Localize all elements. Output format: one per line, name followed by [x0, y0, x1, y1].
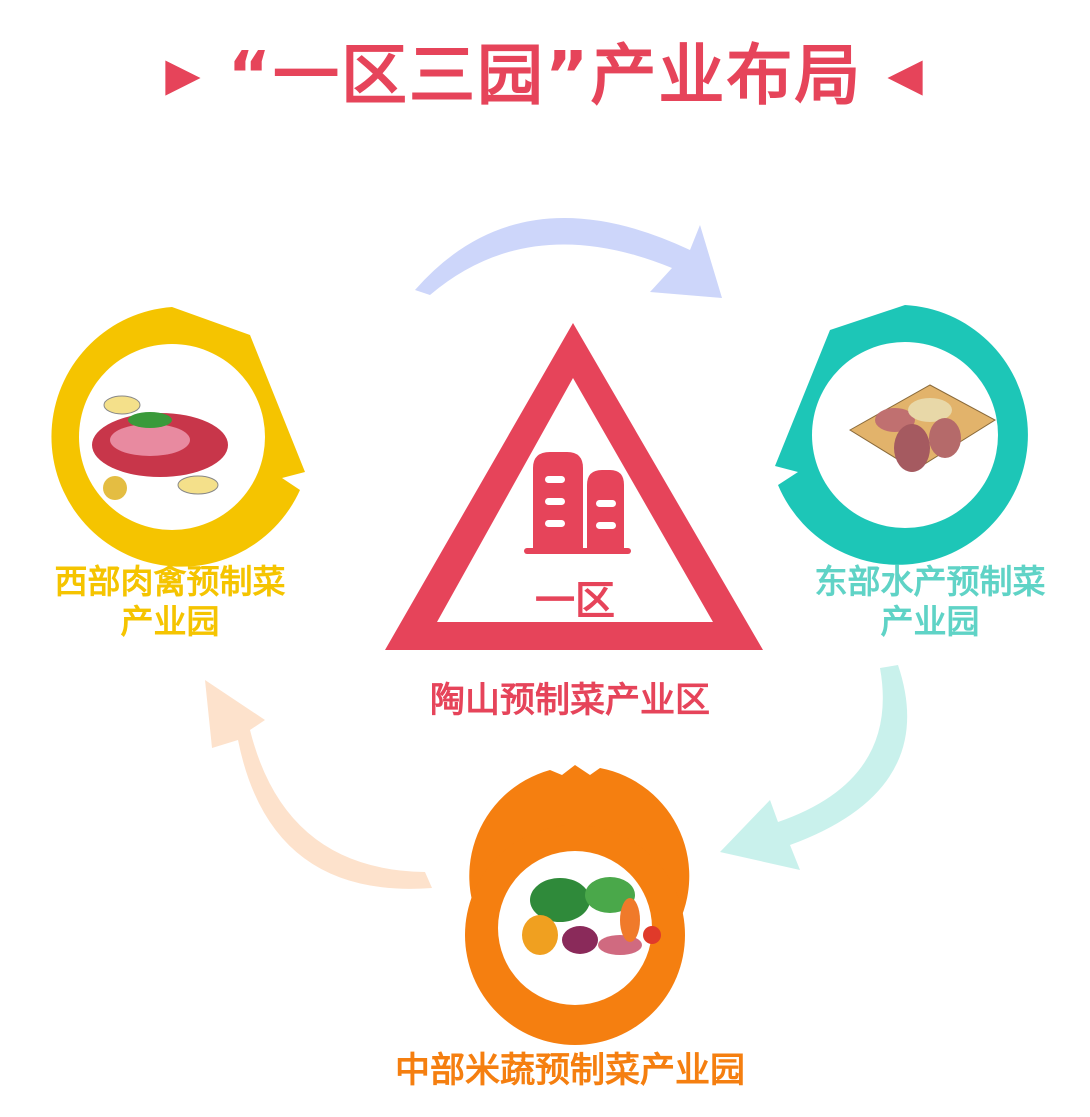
- title-right-marker: ◀: [887, 46, 925, 101]
- east-park-ring: [775, 305, 1028, 565]
- west-park-label-line2: 产业园: [120, 602, 220, 641]
- arrow-left-icon: [205, 680, 432, 889]
- south-park-label: 中部米蔬预制菜产业园: [394, 1051, 745, 1091]
- page-title: ▶ “一区三园”产业布局 ◀: [0, 22, 1090, 118]
- east-park-label-line2: 产业园: [880, 602, 980, 641]
- title-left-marker: ▶: [165, 46, 203, 101]
- west-park-ring: [51, 307, 305, 567]
- south-park-ring: [465, 765, 690, 1045]
- seafood-skewer-icon: [849, 384, 996, 472]
- center-zone-badge: 一区: [535, 578, 615, 624]
- west-park-label-line1: 西部肉禽预制菜: [54, 562, 286, 601]
- east-park-label-line1: 东部水产预制菜: [814, 562, 1046, 601]
- arrow-right-icon: [720, 665, 908, 870]
- west-park-label: 西部肉禽预制菜 产业园: [10, 562, 330, 642]
- building-icon: [524, 452, 631, 554]
- meat-icon: [92, 395, 228, 500]
- arrow-top-icon: [415, 218, 722, 298]
- title-text: “一区三园”产业布局: [227, 37, 863, 114]
- vegetables-icon: [522, 877, 661, 955]
- center-triangle: [385, 323, 763, 650]
- east-park-label: 东部水产预制菜 产业园: [775, 562, 1085, 642]
- center-zone-label: 陶山预制菜产业区: [429, 681, 710, 721]
